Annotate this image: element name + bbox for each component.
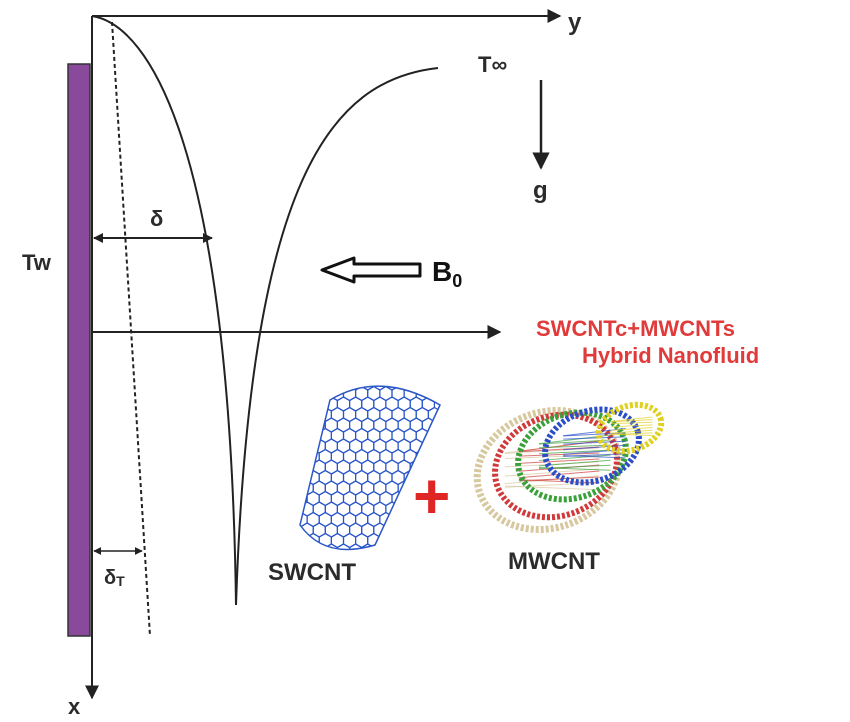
heated-wall bbox=[67, 63, 91, 637]
thermal-bl-label: δT bbox=[104, 567, 125, 589]
ambient-temperature-label: T∞ bbox=[478, 52, 507, 77]
swcnt-label: SWCNT bbox=[268, 559, 356, 586]
mwcnt-illustration bbox=[473, 401, 665, 533]
x-axis-label: x bbox=[68, 694, 81, 717]
plus-sign: + bbox=[413, 460, 450, 532]
fluid-label-line1: SWCNTc+MWCNTs bbox=[536, 316, 735, 341]
mwcnt-label: MWCNT bbox=[508, 548, 600, 575]
magnetic-field-label: B0 bbox=[432, 256, 462, 291]
wall-temperature-label: Tw bbox=[22, 250, 52, 275]
thermal-boundary-line bbox=[111, 21, 151, 637]
y-axis-label: y bbox=[568, 9, 582, 36]
fluid-label-line2: Hybrid Nanofluid bbox=[582, 343, 759, 368]
velocity-profile-curve bbox=[91, 15, 237, 606]
gravity-label: g bbox=[533, 177, 548, 204]
velocity-bl-label: δ bbox=[150, 206, 163, 231]
ambient-curve bbox=[235, 67, 439, 606]
magnetic-field-arrow bbox=[320, 256, 422, 284]
